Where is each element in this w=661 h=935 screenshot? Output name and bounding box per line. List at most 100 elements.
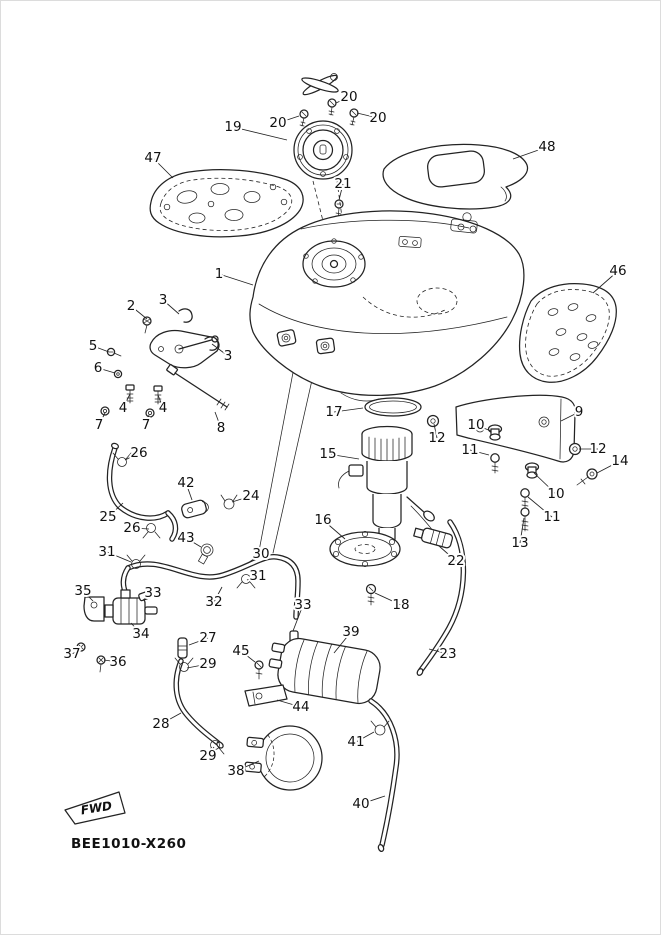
callout-number: 33 (294, 597, 311, 613)
callout-number: 38 (227, 763, 244, 779)
fuel-filler-cap (293, 120, 353, 180)
callout-leader (527, 496, 553, 518)
callout-number: 11 (461, 442, 478, 458)
fuel-tank (249, 210, 525, 402)
callout-number: 4 (119, 400, 128, 416)
callout-leader (475, 424, 492, 432)
callout-leader (333, 407, 364, 413)
clip-3b (204, 336, 219, 351)
callout-leader (186, 663, 209, 669)
bolt-36 (96, 655, 106, 673)
clip-41 (370, 720, 390, 736)
callout-number: 9 (575, 404, 584, 420)
callout-number: 35 (74, 583, 91, 599)
joint-valve-22 (410, 505, 454, 549)
callout-leader (130, 305, 148, 320)
petcock-bracket (149, 329, 220, 369)
callout-leader (469, 449, 490, 456)
callout-leader (157, 394, 164, 409)
o-ring (364, 397, 422, 417)
clamp-43 (197, 543, 214, 565)
callout-number: 7 (95, 417, 104, 433)
callout-number: 26 (123, 520, 140, 536)
washer-12a (426, 414, 440, 428)
callout-number: 12 (589, 441, 606, 457)
callout-leader (276, 699, 302, 708)
damper-10a (487, 424, 503, 441)
long-bolt-8 (166, 364, 230, 411)
callout-number: 33 (144, 585, 161, 601)
callout-number: 29 (199, 656, 216, 672)
side-plate (518, 282, 617, 383)
callout-number: 10 (547, 486, 564, 502)
callout-leader (374, 592, 402, 606)
callout-number: 5 (89, 338, 98, 354)
bolt-14 (576, 468, 598, 486)
callout-number: 40 (352, 796, 369, 812)
callout-number: 42 (177, 475, 194, 491)
callout-leader (211, 343, 229, 357)
callout-number: 44 (292, 699, 309, 715)
callout-leader (142, 592, 154, 601)
hose-25 (106, 442, 179, 542)
nut-7a (100, 406, 110, 416)
callout-number: 43 (177, 530, 194, 546)
callout-leader (360, 795, 386, 805)
washer-12b (568, 442, 582, 456)
damper-10b (524, 462, 540, 479)
callout-number: 31 (249, 568, 266, 584)
hose-23 (416, 519, 467, 676)
screw-45 (254, 660, 264, 680)
clip-3a (178, 308, 193, 323)
callout-number: 29 (199, 748, 216, 764)
callout-number: 30 (252, 546, 269, 562)
cap-screws (299, 98, 359, 127)
callout-number: 3 (224, 348, 233, 364)
callout-number: 12 (428, 430, 445, 446)
callout-number: 18 (392, 597, 409, 613)
callout-number: 19 (224, 119, 241, 135)
cap-align-line (312, 180, 328, 238)
bolt-11a (490, 453, 500, 474)
callout-leader (231, 495, 252, 503)
callout-number: 32 (205, 594, 222, 610)
callout-leader (240, 650, 256, 663)
callout-number: 46 (609, 263, 626, 279)
callout-leader (145, 414, 150, 426)
callout-number: 11 (543, 509, 560, 525)
callout-leader (98, 412, 106, 426)
callout-leader (160, 712, 182, 725)
callout-number: 39 (342, 624, 359, 640)
callout-leader (122, 393, 131, 409)
callout-number: 1 (215, 266, 224, 282)
tank-key-icon (301, 73, 339, 96)
clip-26b (142, 523, 161, 539)
callout-leader (188, 637, 209, 646)
callout-number: 2 (127, 298, 136, 314)
callout-number: 45 (232, 643, 249, 659)
callout-leader (292, 604, 304, 632)
callout-leader (130, 622, 142, 635)
callout-number: 25 (99, 509, 116, 525)
bolt-11b (520, 488, 530, 509)
callout-leader (162, 299, 180, 315)
clip-26a (112, 452, 132, 467)
part-code: BEE1010-X260 (71, 836, 186, 852)
callout-leader (82, 590, 94, 602)
callout-number: 22 (447, 553, 464, 569)
callout-leader (97, 367, 116, 374)
nut-7b (145, 408, 155, 418)
callout-number: 21 (334, 176, 351, 192)
callout-number: 24 (242, 488, 259, 504)
callout-number: 31 (98, 544, 115, 560)
callout-number: 4 (159, 400, 168, 416)
callout-leader (277, 115, 300, 124)
clip-29a (174, 657, 194, 672)
callout-leader (355, 731, 375, 743)
callout-number: 6 (94, 360, 103, 376)
clip-29b (205, 740, 225, 755)
callout-leader (131, 527, 150, 530)
washer-6 (113, 369, 123, 379)
